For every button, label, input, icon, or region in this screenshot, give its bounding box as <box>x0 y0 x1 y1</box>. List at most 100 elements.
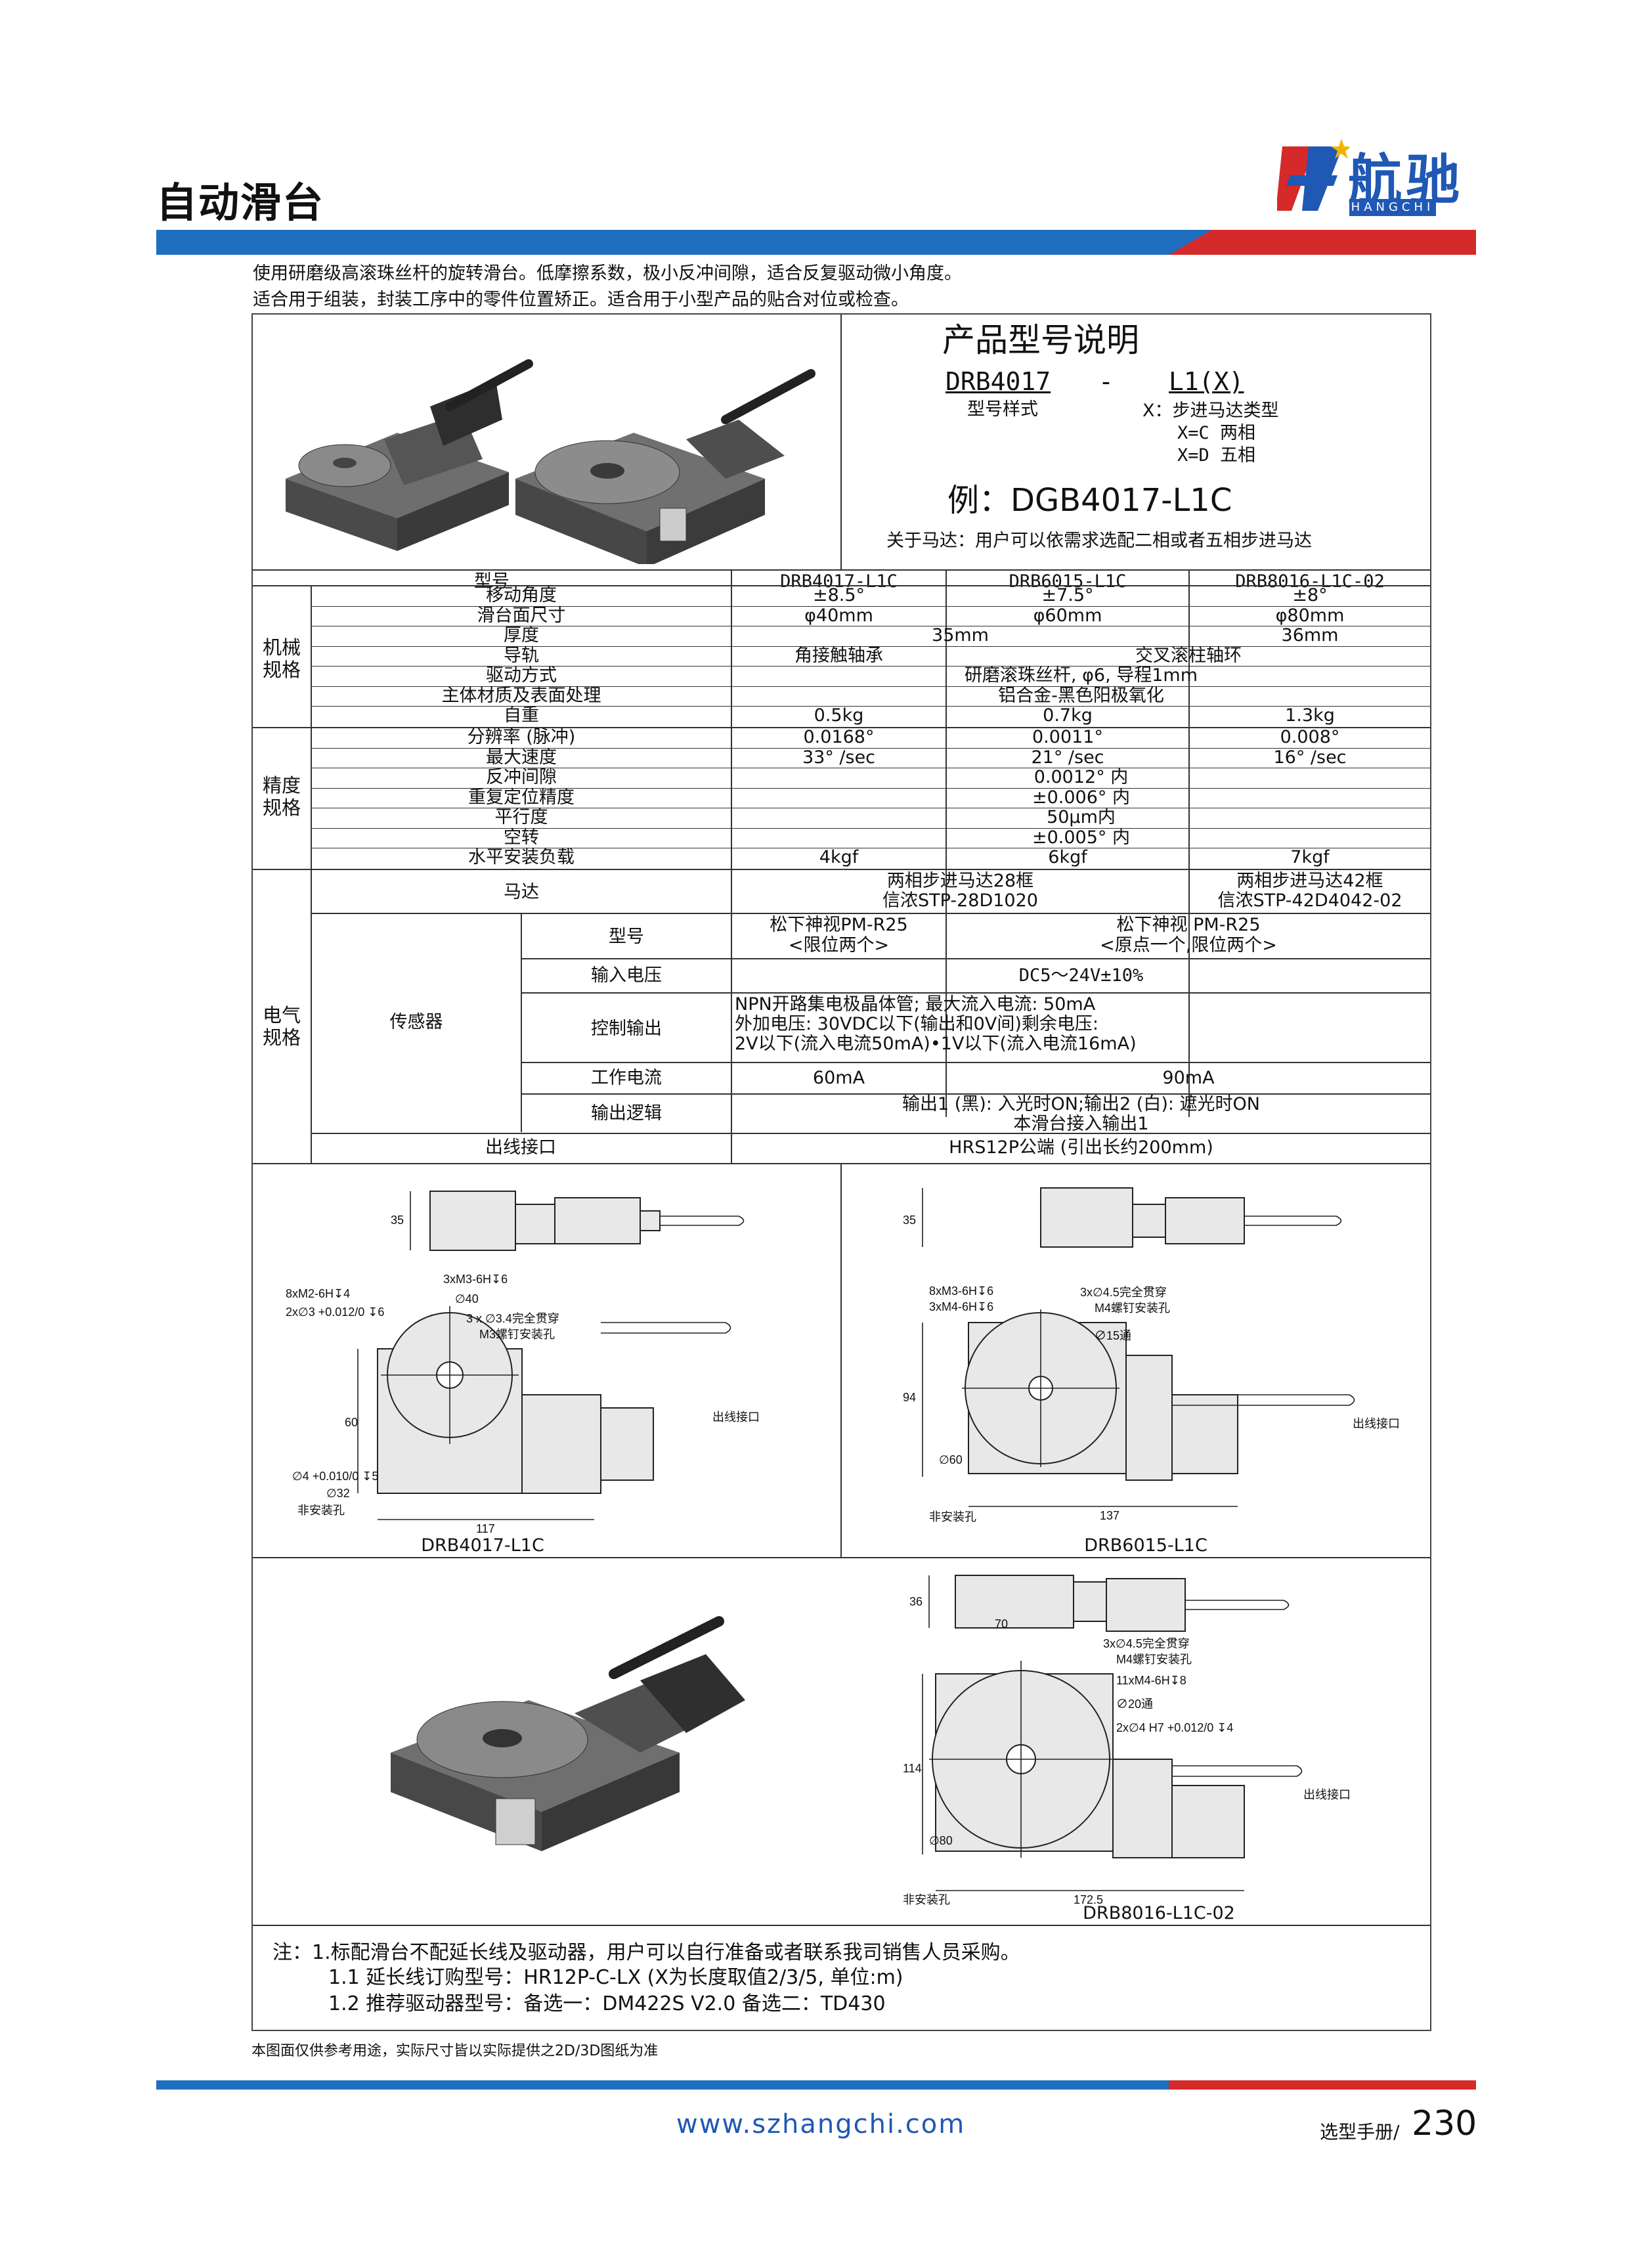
motor-c3-a: 两相步进马达42框 <box>1236 871 1383 891</box>
d2-label: 3xM4-6H↧6 <box>929 1300 993 1313</box>
table-cell: ±8.5° <box>812 585 865 605</box>
sensor-output-line: 2V以下(流入电流50mA)•1V以下(流入电流16mA) <box>735 1034 1137 1054</box>
d3-label: 非安装孔 <box>903 1893 950 1906</box>
d1-label: 3 x ∅3.4完全贯穿 <box>466 1312 559 1325</box>
footer-band-blue <box>156 2080 1476 2090</box>
drawing-caption-2: DRB6015-L1C <box>1084 1535 1207 1556</box>
d3-label: M4螺钉安装孔 <box>1116 1653 1192 1666</box>
d2-label: M4螺钉安装孔 <box>1095 1302 1170 1315</box>
website-url[interactable]: www.szhangchi.com <box>676 2109 966 2139</box>
table-cell: ±8° <box>1292 585 1328 605</box>
th-col1: DRB4017-L1C <box>780 571 898 592</box>
drawing-caption-1: DRB4017-L1C <box>421 1535 544 1556</box>
d3-label: 114 <box>903 1762 922 1775</box>
table-cell: 1.3kg <box>1285 705 1335 726</box>
sensor-output-line: 外加电压: 30VDC以下(输出和0V间)剩余电压: <box>735 1014 1098 1034</box>
d1-label: ∅32 <box>326 1487 350 1500</box>
spec-sheet: 产品型号说明 DRB4017 - L1(X) 型号样式 X：步进马达类型 X=C… <box>251 313 1431 2031</box>
table-cell: 6kgf <box>1048 847 1087 867</box>
d1-label: 非安装孔 <box>297 1504 345 1517</box>
group-elec: 电气 规格 <box>262 1004 301 1049</box>
d3-label: 172.5 <box>1074 1893 1103 1906</box>
sensor-logic-a: 输出1 (黑): 入光时ON;输出2 (白): 遮光时ON <box>902 1094 1260 1114</box>
sensor-voltage-label: 输入电压 <box>591 965 662 986</box>
note-line: 1.2 推荐驱动器型号：备选一：DM422S V2.0 备选二：TD430 <box>328 1992 886 2015</box>
sensor-model-label: 型号 <box>609 927 644 947</box>
table-cell: 0.0012° 内 <box>1033 767 1129 787</box>
table-cell: 移动角度 <box>486 585 557 605</box>
motor-c3-b: 信浓STP-42D4042-02 <box>1217 890 1402 911</box>
sensor-model-c23-b: <原点一个,限位两个> <box>1100 935 1277 955</box>
product-photo-top <box>286 359 815 564</box>
page-number: 230 <box>1412 2104 1477 2143</box>
motor-label: 马达 <box>504 882 539 902</box>
table-cell: 0.008° <box>1280 727 1340 747</box>
motor-note: 关于马达：用户可以依需求选配二相或者五相步进马达 <box>886 531 1312 551</box>
d3-label: 36 <box>909 1595 923 1608</box>
d2-label: 94 <box>903 1391 916 1404</box>
table-cell: 4kgf <box>819 847 859 867</box>
model-info-heading: 产品型号说明 <box>942 321 1139 359</box>
logo-subtext: HANGCHI <box>1349 199 1436 216</box>
model-example: 例：DGB4017-L1C <box>947 482 1232 519</box>
table-cell: 水平安装负载 <box>468 847 575 867</box>
sensor-model-c1-b: <限位两个> <box>788 935 890 955</box>
table-cell: 铝合金-黑色阳极氧化 <box>998 685 1164 706</box>
d3-label: ∅20通 <box>1116 1698 1153 1711</box>
d1-label: 117 <box>476 1522 495 1533</box>
d3-label: 出线接口 <box>1303 1788 1351 1801</box>
sensor-label: 传感器 <box>389 1012 443 1032</box>
table-cell: 0.0168° <box>803 727 875 747</box>
table-cell: 主体材质及表面处理 <box>441 685 601 706</box>
table-cell: 0.7kg <box>1043 705 1093 726</box>
note-line: 1.1 延长线订购型号：HR12P-C-LX (X为长度取值2/3/5, 单位:… <box>328 1966 903 1989</box>
table-cell: 重复定位精度 <box>468 787 575 808</box>
intro-line: 使用研磨级高滚珠丝杆的旋转滑台。低摩擦系数，极小反冲间隙，适合反复驱动微小角度。 <box>253 263 962 284</box>
d2-label: 非安装孔 <box>929 1510 976 1523</box>
d2-label: 出线接口 <box>1353 1417 1400 1430</box>
sensor-model-c23-a: 松下神视 PM-R25 <box>1116 915 1261 935</box>
x-type-label: X：步进马达类型 <box>1142 401 1279 421</box>
table-cell: 交叉滚柱轴环 <box>1135 645 1242 666</box>
table-cell: 50μm内 <box>1047 807 1116 827</box>
drawing-drb8016: 70 3x∅4.5完全贯穿 M4螺钉安装孔 11xM4-6H↧8 ∅20通 2x… <box>903 1575 1351 1906</box>
table-cell: φ80mm <box>1275 605 1345 626</box>
x-c-label: X=C 两相 <box>1177 423 1256 443</box>
d1-label: 35 <box>391 1214 404 1227</box>
sensor-logic-b: 本滑台接入输出1 <box>1013 1114 1149 1134</box>
model-suffix: L1(X) <box>1169 367 1244 396</box>
table-cell: 自重 <box>504 705 539 726</box>
drawing-drb6015: 8xM3-6H↧6 3xM4-6H↧6 3x∅4.5完全贯穿 M4螺钉安装孔 ∅… <box>903 1187 1400 1523</box>
d2-label: 35 <box>903 1214 916 1227</box>
sensor-current-label: 工作电流 <box>591 1068 662 1088</box>
intro-line: 适合用于组装，封装工序中的零件位置矫正。适合用于小型产品的贴合对位或检查。 <box>253 290 909 310</box>
d3-label: 11xM4-6H↧8 <box>1116 1674 1186 1687</box>
d1-label: 2x∅3 +0.012/0 ↧6 <box>286 1305 384 1319</box>
table-cell: 研磨滚珠丝杆, φ6, 导程1mm <box>964 665 1198 686</box>
table-cell: 厚度 <box>504 625 539 646</box>
d3-label: 2x∅4 H7 +0.012/0 ↧4 <box>1116 1721 1233 1734</box>
table-cell: 滑台面尺寸 <box>477 605 566 626</box>
sensor-voltage: DC5～24V±10% <box>1018 965 1144 986</box>
intro-text: 使用研磨级高滚珠丝杆的旋转滑台。低摩擦系数，极小反冲间隙，适合反复驱动微小角度。… <box>253 261 962 313</box>
table-cell: 驱动方式 <box>486 665 557 686</box>
cable-label: 出线接口 <box>485 1137 556 1158</box>
d2-label: ∅15通 <box>1095 1329 1131 1342</box>
sensor-logic-label: 输出逻辑 <box>591 1103 662 1124</box>
d2-label: 3x∅4.5完全贯穿 <box>1080 1286 1167 1299</box>
th-col3: DRB8016-L1C-02 <box>1235 571 1385 592</box>
sensor-output-label: 控制输出 <box>591 1019 662 1039</box>
motor-c12-a: 两相步进马达28框 <box>886 871 1034 891</box>
table-cell: 0.5kg <box>814 705 864 726</box>
table-cell: ±7.5° <box>1041 585 1094 605</box>
sensor-model-c1-a: 松下神视PM-R25 <box>770 915 908 935</box>
d3-label: ∅80 <box>929 1834 953 1847</box>
th-model: 型号 <box>474 571 510 592</box>
table-cell: ±0.006° 内 <box>1032 787 1130 808</box>
logo-mark-icon <box>1276 139 1352 211</box>
note-line: 注：1.标配滑台不配延长线及驱动器，用户可以自行准备或者联系我司销售人员采购。 <box>272 1941 1020 1964</box>
table-cell: 33° /sec <box>802 747 876 768</box>
sensor-current-c1: 60mA <box>812 1068 865 1088</box>
model-code: DRB4017 <box>946 367 1051 396</box>
drawing-drb4017: 8xM2-6H↧4 2x∅3 +0.012/0 ↧6 3xM3-6H↧6 ∅40… <box>286 1191 760 1533</box>
